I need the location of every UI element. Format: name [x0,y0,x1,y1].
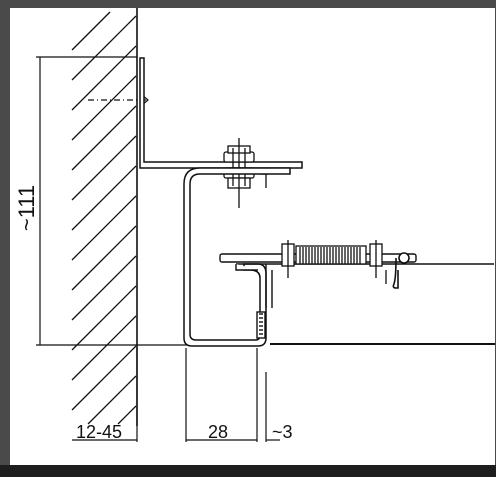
spring-coil [295,245,367,265]
l-bracket [139,57,303,169]
panel-edge [256,311,266,339]
hook-end [392,252,410,289]
wall-gap-arrow [88,94,149,106]
technical-drawing: ~111 [10,8,495,465]
wall-hatching [71,11,137,425]
wall-gap-label: 12-45 [76,422,122,442]
drawing-canvas: ~111 [14,8,495,442]
u-channel [183,167,291,347]
height-label: ~111 [14,185,39,231]
bottom-dark-strip [0,465,496,477]
height-dimension [36,56,188,346]
bottom-extension-lines [72,348,280,442]
clearance-label: ~3 [272,422,293,442]
spring-brackets [281,240,387,284]
channel-width-label: 28 [208,422,228,442]
